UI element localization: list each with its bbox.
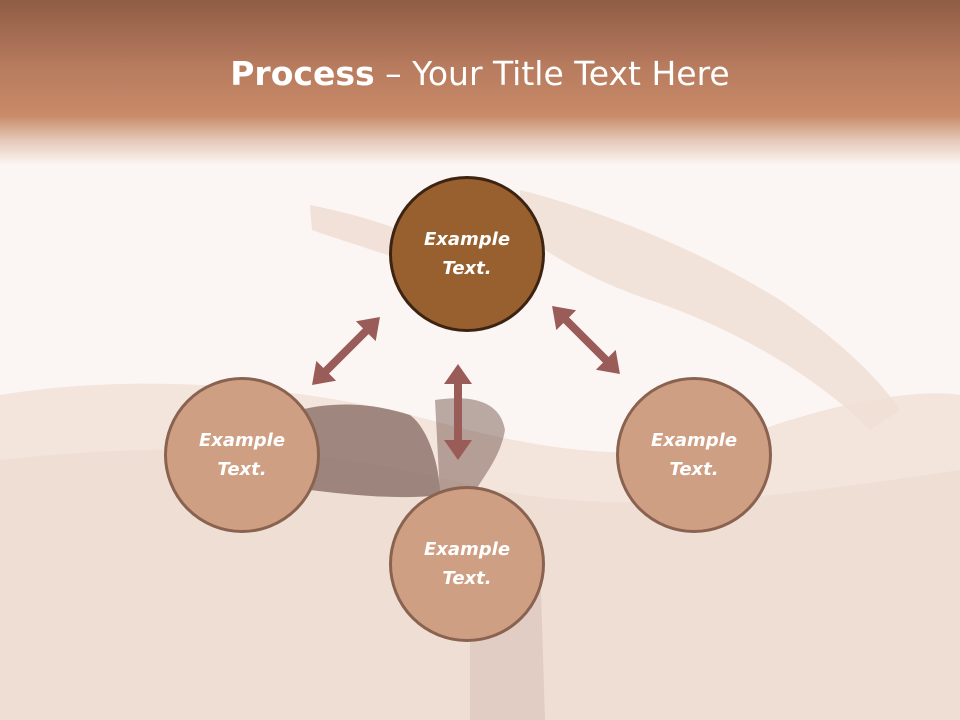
title-band	[0, 0, 960, 165]
node-label-line2: Text.	[669, 459, 719, 480]
slide-title[interactable]: Process – Your Title Text Here	[0, 52, 960, 96]
node-label-line2: Text.	[442, 568, 492, 589]
process-node-bottom[interactable]: Example Text.	[389, 486, 545, 642]
node-label-line1: Example	[198, 430, 286, 451]
node-label-line2: Text.	[442, 258, 492, 279]
node-label-line1: Example	[650, 430, 738, 451]
process-node-top[interactable]: Example Text.	[389, 176, 545, 332]
title-rest: – Your Title Text Here	[374, 54, 730, 93]
process-node-left[interactable]: Example Text.	[164, 377, 320, 533]
process-node-right[interactable]: Example Text.	[616, 377, 772, 533]
arrow-double-top-right[interactable]	[542, 296, 630, 384]
title-bold: Process	[230, 54, 375, 93]
node-label-line1: Example	[423, 539, 511, 560]
arrow-double-top-left[interactable]	[302, 307, 390, 395]
arrow-double-vertical[interactable]	[444, 364, 472, 460]
node-label-line2: Text.	[217, 459, 267, 480]
node-label-line1: Example	[423, 229, 511, 250]
